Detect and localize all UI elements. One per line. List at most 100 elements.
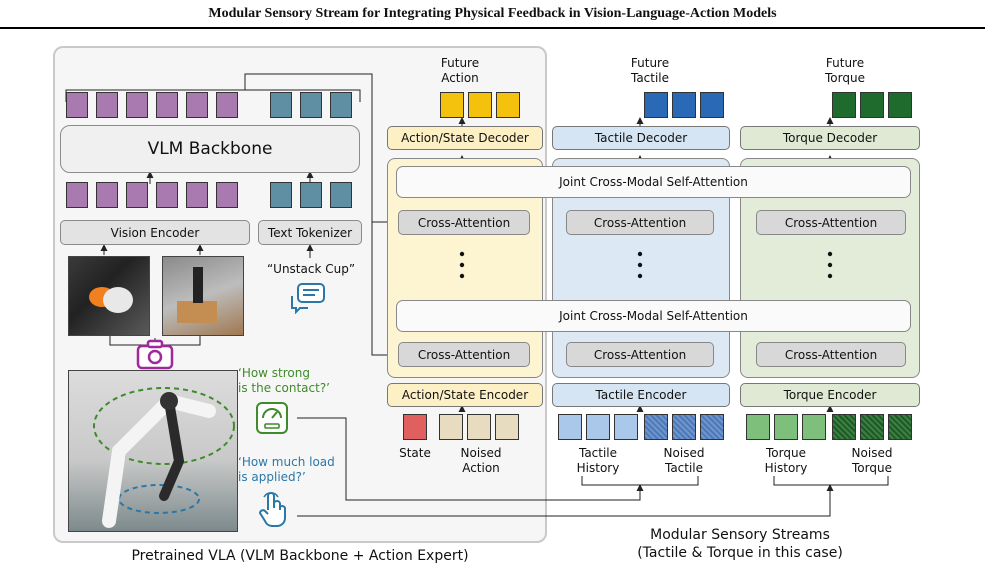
- future-torque-token: [860, 92, 884, 118]
- torque-history-token: [774, 414, 798, 440]
- vision-token: [66, 92, 88, 118]
- future-tactile-token: [672, 92, 696, 118]
- load-question-line: ‘How much load: [238, 455, 335, 469]
- tactile-ellipsis: [637, 251, 643, 279]
- tactile-encoder: Tactile Encoder: [552, 383, 730, 407]
- tactile-decoder: Tactile Decoder: [552, 126, 730, 150]
- text-token: [330, 92, 352, 118]
- torque-cross-attention-top: Cross-Attention: [756, 210, 906, 235]
- future-action-line: Action: [441, 71, 479, 85]
- figure-title: Modular Sensory Stream for Integrating P…: [208, 6, 777, 21]
- noised-action-line: Action: [462, 461, 500, 475]
- future-action-token: [496, 92, 520, 118]
- torque-history-line: Torque: [766, 446, 806, 460]
- noised-torque-line: Noised: [851, 446, 893, 460]
- tactile-history-token: [614, 414, 638, 440]
- torque-encoder: Torque Encoder: [740, 383, 920, 407]
- text-tokenizer: Text Tokenizer: [258, 220, 362, 245]
- noised-tactile-token: [672, 414, 696, 440]
- gauge-icon: [256, 402, 288, 434]
- modular-footer-line: Modular Sensory Streams: [650, 527, 830, 543]
- torque-history-token: [746, 414, 770, 440]
- noised-tactile-token: [644, 414, 668, 440]
- future-tactile-line: Future: [630, 56, 670, 70]
- tactile-history-token: [586, 414, 610, 440]
- camera-icon: [136, 339, 174, 370]
- tactile-history-line: History: [576, 461, 620, 475]
- chat-icon: [291, 283, 325, 314]
- robot-arm-illustration: [93, 387, 235, 528]
- text-token: [300, 182, 322, 208]
- state-token: [403, 414, 427, 440]
- vision-token: [156, 182, 178, 208]
- text-token: [270, 92, 292, 118]
- tactile-cross-attention-top: Cross-Attention: [566, 210, 714, 235]
- torque-decoder: Torque Decoder: [740, 126, 920, 150]
- load-question: ‘How much load is applied?’: [238, 455, 348, 485]
- action-ellipsis: [459, 251, 465, 279]
- text-token: [270, 182, 292, 208]
- contact-question-line: ‘How strong: [238, 366, 310, 380]
- torque-history-token: [802, 414, 826, 440]
- future-torque-token: [832, 92, 856, 118]
- noised-tactile-token: [700, 414, 724, 440]
- vision-token: [186, 182, 208, 208]
- text-token: [300, 92, 322, 118]
- future-tactile-token: [644, 92, 668, 118]
- future-torque-line: Torque: [825, 71, 865, 85]
- joint-cross-modal-attention-bottom: Joint Cross-Modal Self-Attention: [396, 300, 911, 332]
- joint-cross-modal-attention-top: Joint Cross-Modal Self-Attention: [396, 166, 911, 198]
- action-state-decoder: Action/State Decoder: [387, 126, 543, 150]
- future-tactile-line: Tactile: [630, 71, 670, 85]
- torque-history-line: History: [764, 461, 808, 475]
- touch-icon: [258, 492, 286, 527]
- future-torque-token: [888, 92, 912, 118]
- future-tactile-label: Future Tactile: [605, 56, 695, 86]
- state-label-line: State: [399, 446, 431, 460]
- vision-token: [216, 92, 238, 118]
- torque-cross-attention-bottom: Cross-Attention: [756, 342, 906, 367]
- vision-token: [96, 92, 118, 118]
- noised-torque-token: [888, 414, 912, 440]
- noised-torque-token: [832, 414, 856, 440]
- wrist-camera-image: [68, 256, 150, 336]
- vision-token: [126, 92, 148, 118]
- instruction-text: “Unstack Cup”: [266, 262, 356, 276]
- action-cross-attention-bottom: Cross-Attention: [398, 342, 530, 367]
- tactile-history-line: Tactile: [578, 446, 618, 460]
- tactile-cross-attention-bottom: Cross-Attention: [566, 342, 714, 367]
- vlm-backbone: VLM Backbone: [60, 125, 360, 173]
- future-action-label: Future Action: [415, 56, 505, 86]
- vision-token: [216, 182, 238, 208]
- scene-camera-image: [162, 256, 244, 336]
- contact-question-line: is the contact?’: [238, 381, 330, 395]
- tactile-history-token: [558, 414, 582, 440]
- noised-torque-line: Torque: [852, 461, 892, 475]
- action-state-encoder: Action/State Encoder: [387, 383, 543, 407]
- vision-encoder: Vision Encoder: [60, 220, 250, 245]
- noised-tactile-line: Noised: [663, 446, 705, 460]
- noised-tactile-line: Tactile: [664, 461, 704, 475]
- vision-token: [66, 182, 88, 208]
- noised-action-token: [495, 414, 519, 440]
- modular-streams-footer: Modular Sensory Streams (Tactile & Torqu…: [590, 526, 890, 562]
- future-tactile-token: [700, 92, 724, 118]
- noised-action-token: [467, 414, 491, 440]
- noised-action-line: Noised: [460, 446, 502, 460]
- state-label: State: [390, 446, 440, 461]
- noised-action-token: [439, 414, 463, 440]
- contact-question: ‘How strong is the contact?’: [238, 366, 348, 396]
- vision-token: [126, 182, 148, 208]
- future-action-line: Future: [440, 56, 480, 70]
- action-cross-attention-top: Cross-Attention: [398, 210, 530, 235]
- title-rule: [0, 27, 985, 29]
- vla-footer: Pretrained VLA (VLM Backbone + Action Ex…: [131, 548, 469, 564]
- vision-token: [96, 182, 118, 208]
- noised-torque-token: [860, 414, 884, 440]
- future-torque-line: Future: [825, 56, 865, 70]
